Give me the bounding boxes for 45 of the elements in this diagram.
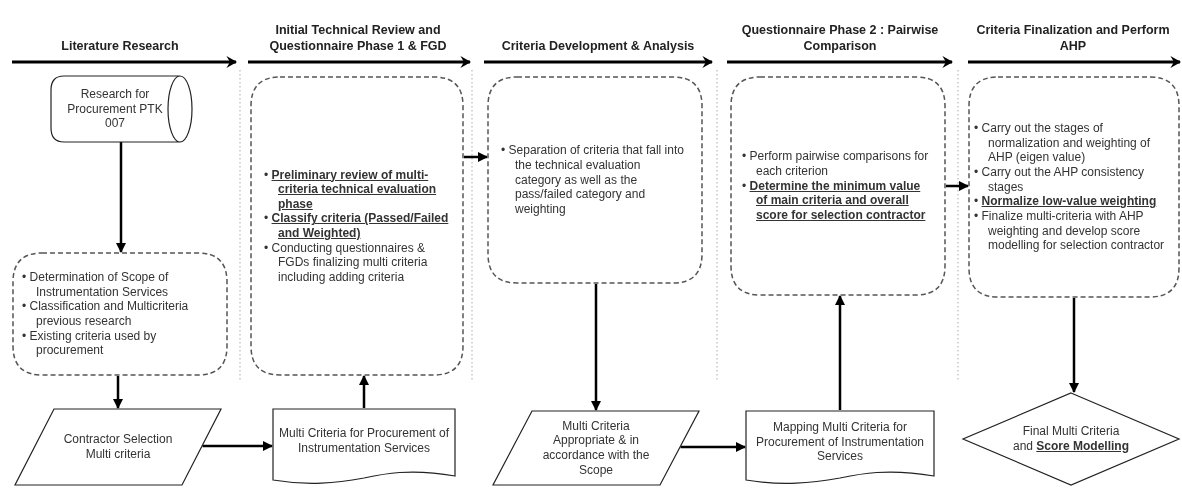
bullet-text: • Determination of Scope of Instrumentation Services xyxy=(22,270,170,300)
node-label: Multi Criteria for Procurement of Instrumentation Services xyxy=(277,426,451,456)
bullet-text: • Finalize multi-criteria with AHP weighting and develop score modelling for selection contractor xyxy=(974,208,1166,253)
node-label: Multi Criteria Appropriate & in accordance with the Scope xyxy=(541,418,651,478)
cylinder-shape xyxy=(50,76,192,142)
bullet-text: • Classify criteria (Passed/Failed and Weighted) xyxy=(264,211,450,241)
phase-heading: Literature Research xyxy=(60,37,180,54)
bullet-text: • Normalize low-value weighting xyxy=(974,194,1158,209)
dashed-process-box xyxy=(487,76,703,284)
phase-heading: Initial Technical Review and Questionnaire Phase 1 & FGD xyxy=(268,21,448,54)
dashed-process-box xyxy=(968,76,1180,298)
arrow xyxy=(113,376,123,409)
decision-diamond xyxy=(962,392,1180,486)
node-label: Final Multi Criteria and Score Modelling xyxy=(1012,424,1130,454)
arrow xyxy=(1069,298,1079,393)
data-parallelogram xyxy=(14,408,222,486)
dashed-process-box xyxy=(12,252,228,376)
arrow xyxy=(202,441,273,451)
node-label: Contractor Selection Multi criteria xyxy=(62,432,174,462)
dashed-process-box xyxy=(730,76,946,296)
phase-heading: Criteria Development & Analysis xyxy=(500,37,696,54)
bullet-text: • Preliminary review of multi-criteria technical evaluation phase xyxy=(264,167,438,212)
node-label: Research for Procurement PTK 007 xyxy=(66,87,164,131)
document-shape xyxy=(745,410,935,484)
bullet-text: • Determine the minimum value of main criteria and overall score for selection contractor xyxy=(742,178,927,223)
bullet-text: • Perform pairwise comparisons for each criterion xyxy=(742,149,930,179)
arrow xyxy=(680,442,746,452)
bullet-text: • Carry out the AHP consistency stages xyxy=(974,165,1146,195)
node-label: Mapping Multi Criteria for Procurement of Instrumentation Services xyxy=(754,420,926,464)
arrow xyxy=(835,295,845,410)
dashed-process-box xyxy=(250,76,464,376)
document-shape xyxy=(272,408,456,484)
arrow xyxy=(464,152,488,162)
phase-heading: Questionnaire Phase 2 : Pairwise Comparison xyxy=(740,21,940,54)
bullet-text: • Separation of criteria that fall into the technical evaluation category as well as the pass/failed category and weighting xyxy=(501,143,685,217)
phase-heading: Criteria Finalization and Perform AHP xyxy=(975,21,1171,54)
bullet-text: • Conducting questionnaires & FGDs finalizing multi criteria including adding criteria xyxy=(264,240,429,285)
bullet-text: • Carry out the stages of normalization and weighting of AHP (eigen value) xyxy=(974,121,1152,166)
arrow xyxy=(116,142,126,253)
arrow xyxy=(591,284,601,411)
arrow xyxy=(359,375,369,408)
bullet-text: • Classification and Multicriteria previous research xyxy=(22,299,190,329)
arrow xyxy=(946,181,969,191)
data-parallelogram xyxy=(492,410,700,486)
bullet-text: • Existing criteria used by procurement xyxy=(22,328,158,358)
